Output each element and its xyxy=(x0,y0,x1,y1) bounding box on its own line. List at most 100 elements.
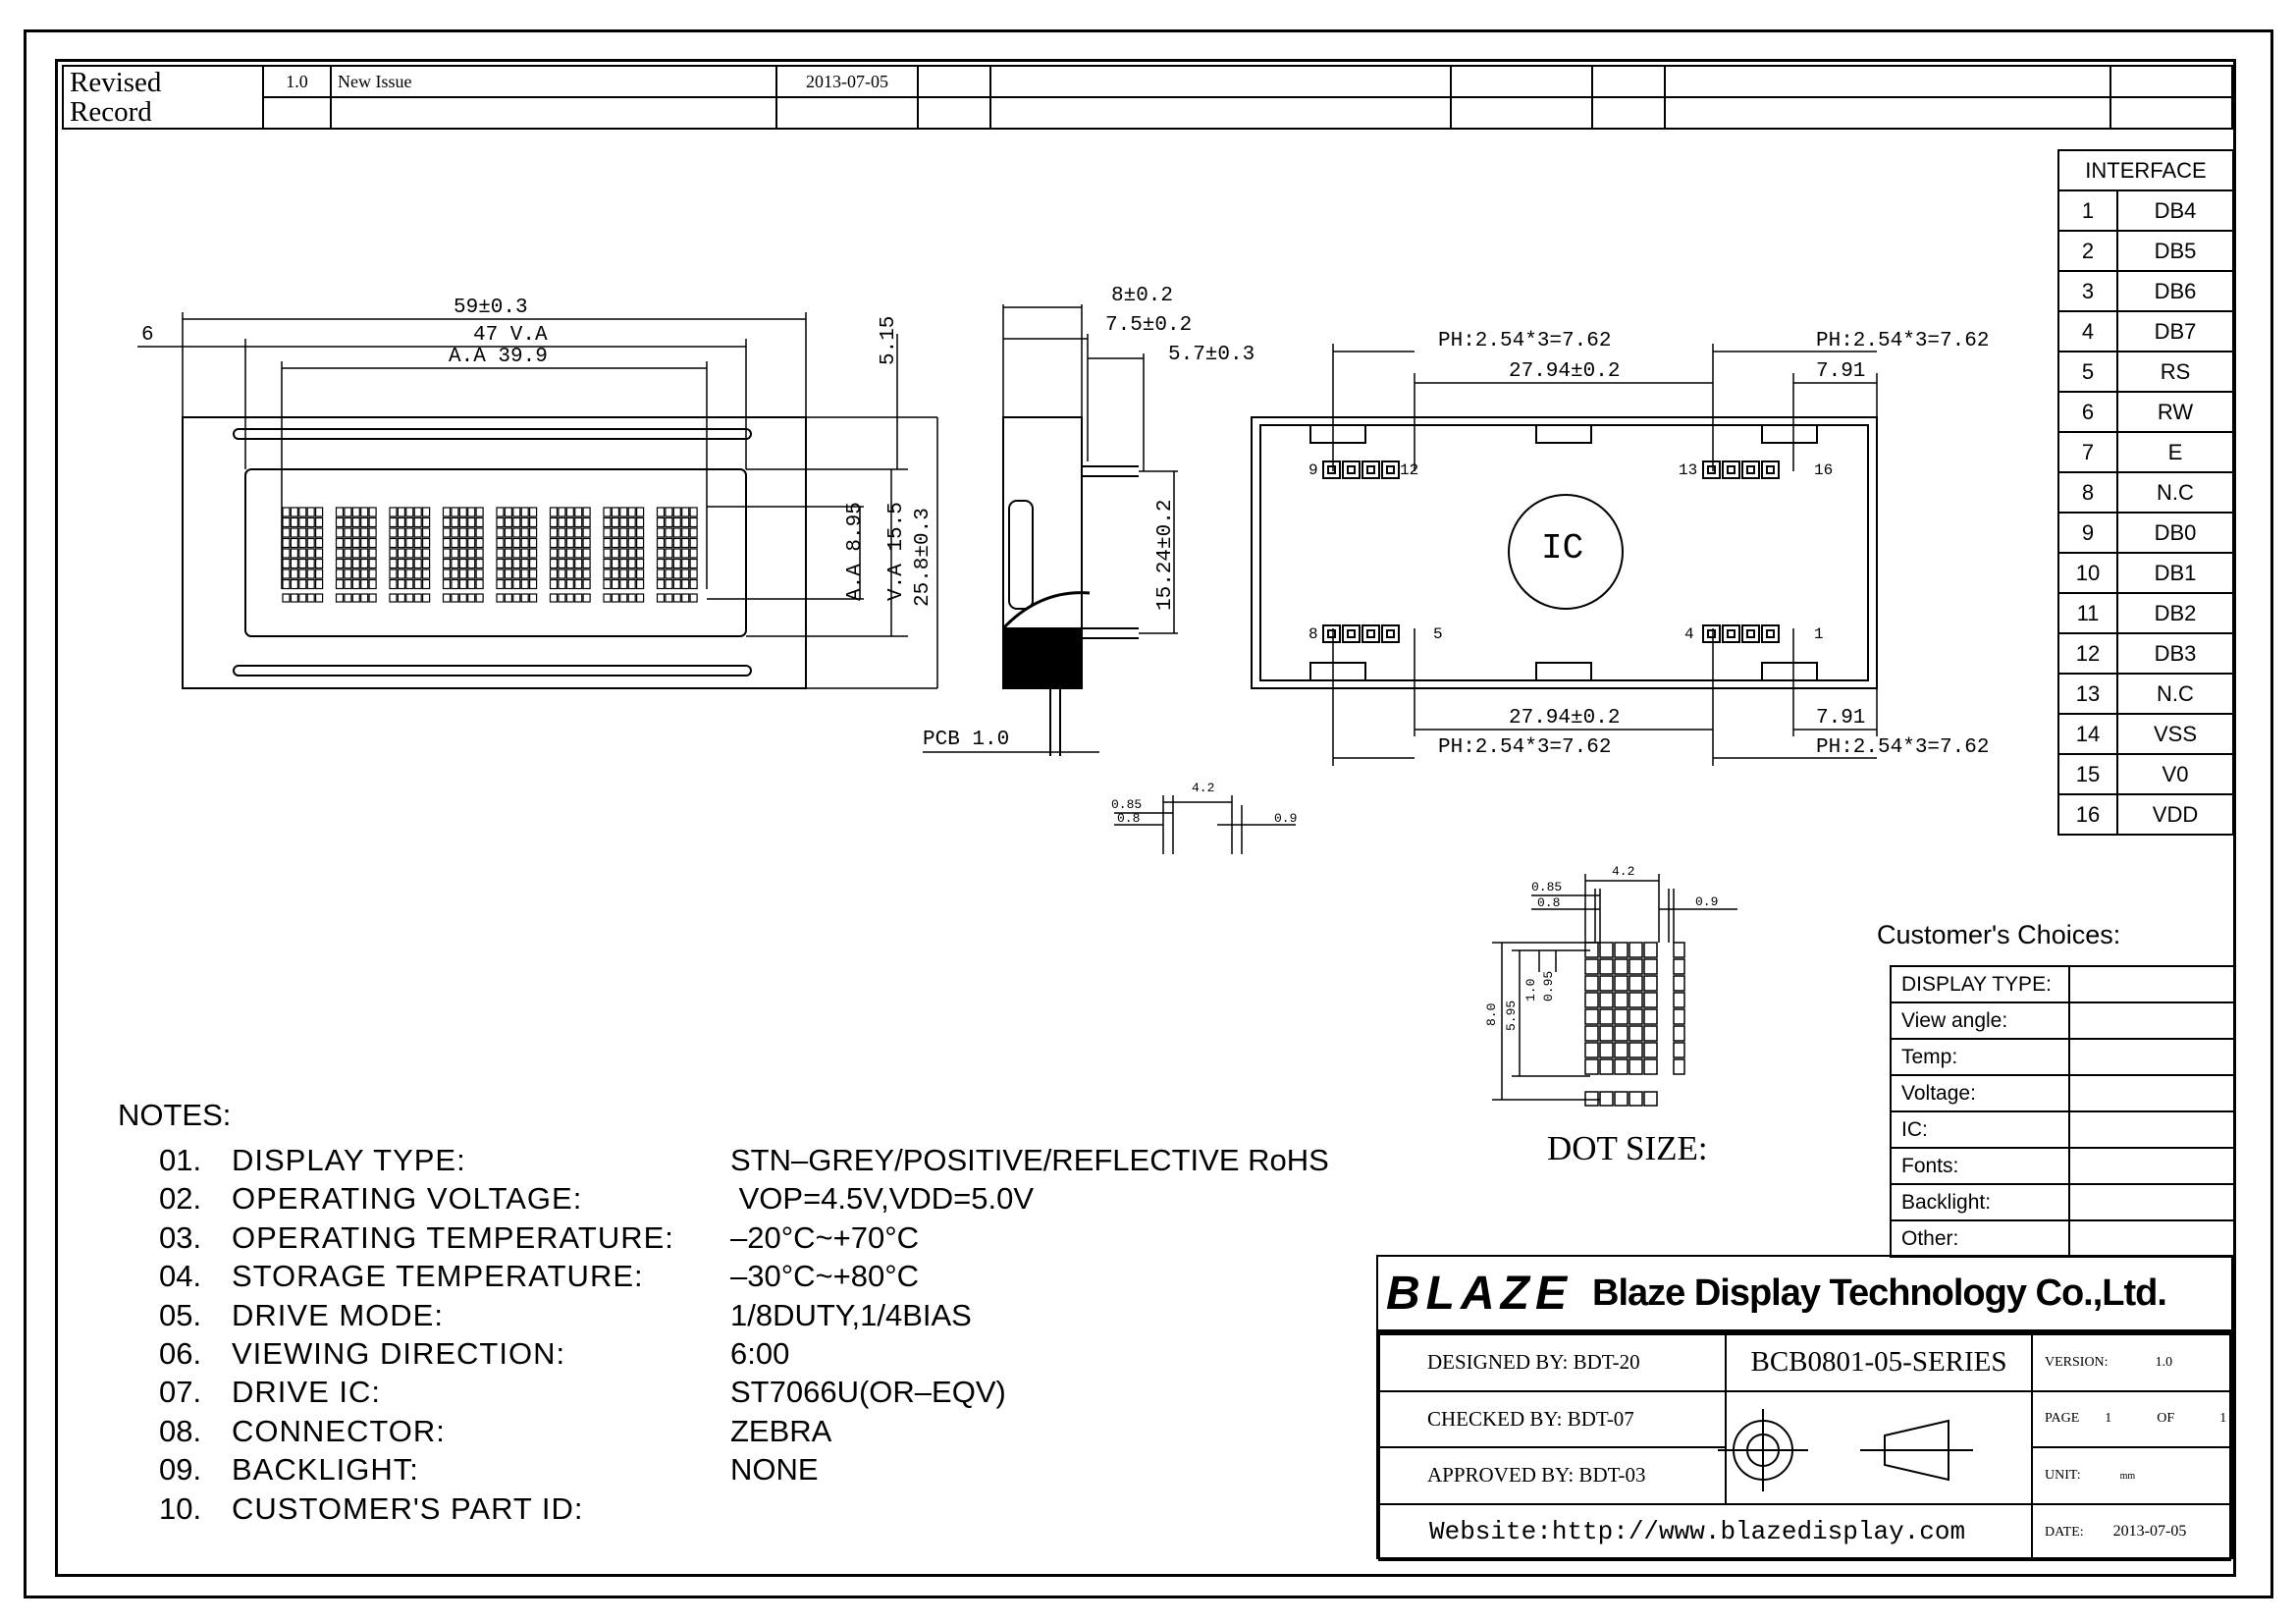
detail-dot xyxy=(1584,1058,1599,1075)
connector-pad-inner xyxy=(1347,465,1356,474)
char-dot xyxy=(467,558,476,569)
char-dot xyxy=(665,537,673,549)
char-dot xyxy=(298,537,307,549)
pin-name: RS xyxy=(2116,351,2234,393)
detail-dot xyxy=(1599,958,1614,975)
char-dot xyxy=(603,527,612,538)
char-dot xyxy=(306,568,315,579)
char-dot xyxy=(351,527,360,538)
char-dot xyxy=(574,548,583,559)
char-dot xyxy=(282,548,291,559)
connector-pad xyxy=(1322,460,1341,479)
char-dot xyxy=(681,516,690,528)
pin-number: 11 xyxy=(2057,592,2118,634)
connector-pad-inner xyxy=(1386,629,1395,638)
detail-dot xyxy=(1643,992,1658,1008)
char-dot xyxy=(475,558,484,569)
char-dot xyxy=(565,516,574,528)
pin-number: 2 xyxy=(2057,230,2118,272)
cursor-dot xyxy=(656,593,666,603)
char-dot xyxy=(397,537,405,549)
char-dot xyxy=(397,507,405,517)
char-dot xyxy=(627,558,636,569)
version-value: 1.0 xyxy=(2155,1354,2173,1370)
char-dot xyxy=(582,507,591,517)
char-dot xyxy=(422,568,431,579)
char-dot xyxy=(315,558,324,569)
pin-label-5: 5 xyxy=(1433,625,1443,643)
checked-by: CHECKED BY: BDT-07 xyxy=(1378,1389,1727,1448)
dim-pcb: PCB 1.0 xyxy=(923,729,1010,751)
part-number: BCB0801-05-SERIES xyxy=(1725,1333,2033,1392)
char-dot xyxy=(528,527,538,538)
char-dot xyxy=(389,507,398,517)
char-dot xyxy=(282,516,291,528)
dim-pin-pitch: 15.24±0.2 xyxy=(1154,499,1177,611)
char-dot xyxy=(681,548,690,559)
char-dot xyxy=(520,516,529,528)
char-dot xyxy=(458,537,467,549)
char-dot xyxy=(681,578,690,590)
dot-dim-b-small: 0.8 xyxy=(1117,811,1141,826)
cursor-dot xyxy=(405,593,414,603)
char-dot xyxy=(512,558,521,569)
char-dot xyxy=(582,578,591,590)
char-dot xyxy=(290,537,298,549)
cursor-dot xyxy=(422,593,431,603)
char-dot xyxy=(558,537,566,549)
char-dot xyxy=(619,537,628,549)
char-dot xyxy=(467,568,476,579)
char-dot xyxy=(672,516,681,528)
char-dot xyxy=(351,537,360,549)
cursor-dot xyxy=(565,593,574,603)
char-dot xyxy=(627,578,636,590)
char-dot xyxy=(335,578,345,590)
char-dot xyxy=(368,507,377,517)
char-dot xyxy=(368,568,377,579)
char-dot xyxy=(619,578,628,590)
char-dot xyxy=(574,527,583,538)
char-dot xyxy=(306,507,315,517)
note-number: 02. xyxy=(159,1181,202,1217)
char-dot xyxy=(458,548,467,559)
char-dot xyxy=(681,568,690,579)
char-dot xyxy=(656,516,666,528)
note-number: 08. xyxy=(159,1413,202,1448)
detail-dot xyxy=(1599,1042,1614,1058)
pin-name: DB7 xyxy=(2116,310,2234,352)
detail-dot xyxy=(1629,942,1643,958)
detail-next-dot xyxy=(1673,958,1685,975)
char-dot xyxy=(635,537,645,549)
char-dot xyxy=(475,537,484,549)
char-dot xyxy=(351,516,360,528)
module-outline xyxy=(182,416,807,689)
char-dot xyxy=(397,548,405,559)
pin-name: E xyxy=(2116,431,2234,473)
note-key: BACKLIGHT: xyxy=(232,1452,419,1488)
page-label: PAGE xyxy=(2045,1411,2080,1427)
char-dot xyxy=(442,537,452,549)
dot-dim-w-small: 4.2 xyxy=(1192,781,1215,795)
pin-label-1: 1 xyxy=(1814,625,1824,643)
char-dot xyxy=(282,568,291,579)
char-dot xyxy=(619,527,628,538)
pin-name: DB0 xyxy=(2116,512,2234,554)
revision-version: 1.0 xyxy=(262,65,332,98)
char-dot xyxy=(451,516,459,528)
char-dot xyxy=(282,578,291,590)
char-dot xyxy=(656,578,666,590)
char-dot xyxy=(306,578,315,590)
char-dot xyxy=(335,516,345,528)
char-dot xyxy=(467,578,476,590)
note-key: DRIVE IC: xyxy=(232,1375,381,1410)
char-dot xyxy=(528,537,538,549)
char-dot xyxy=(656,568,666,579)
cursor-dot xyxy=(389,593,398,603)
char-dot xyxy=(475,568,484,579)
char-dot xyxy=(306,548,315,559)
